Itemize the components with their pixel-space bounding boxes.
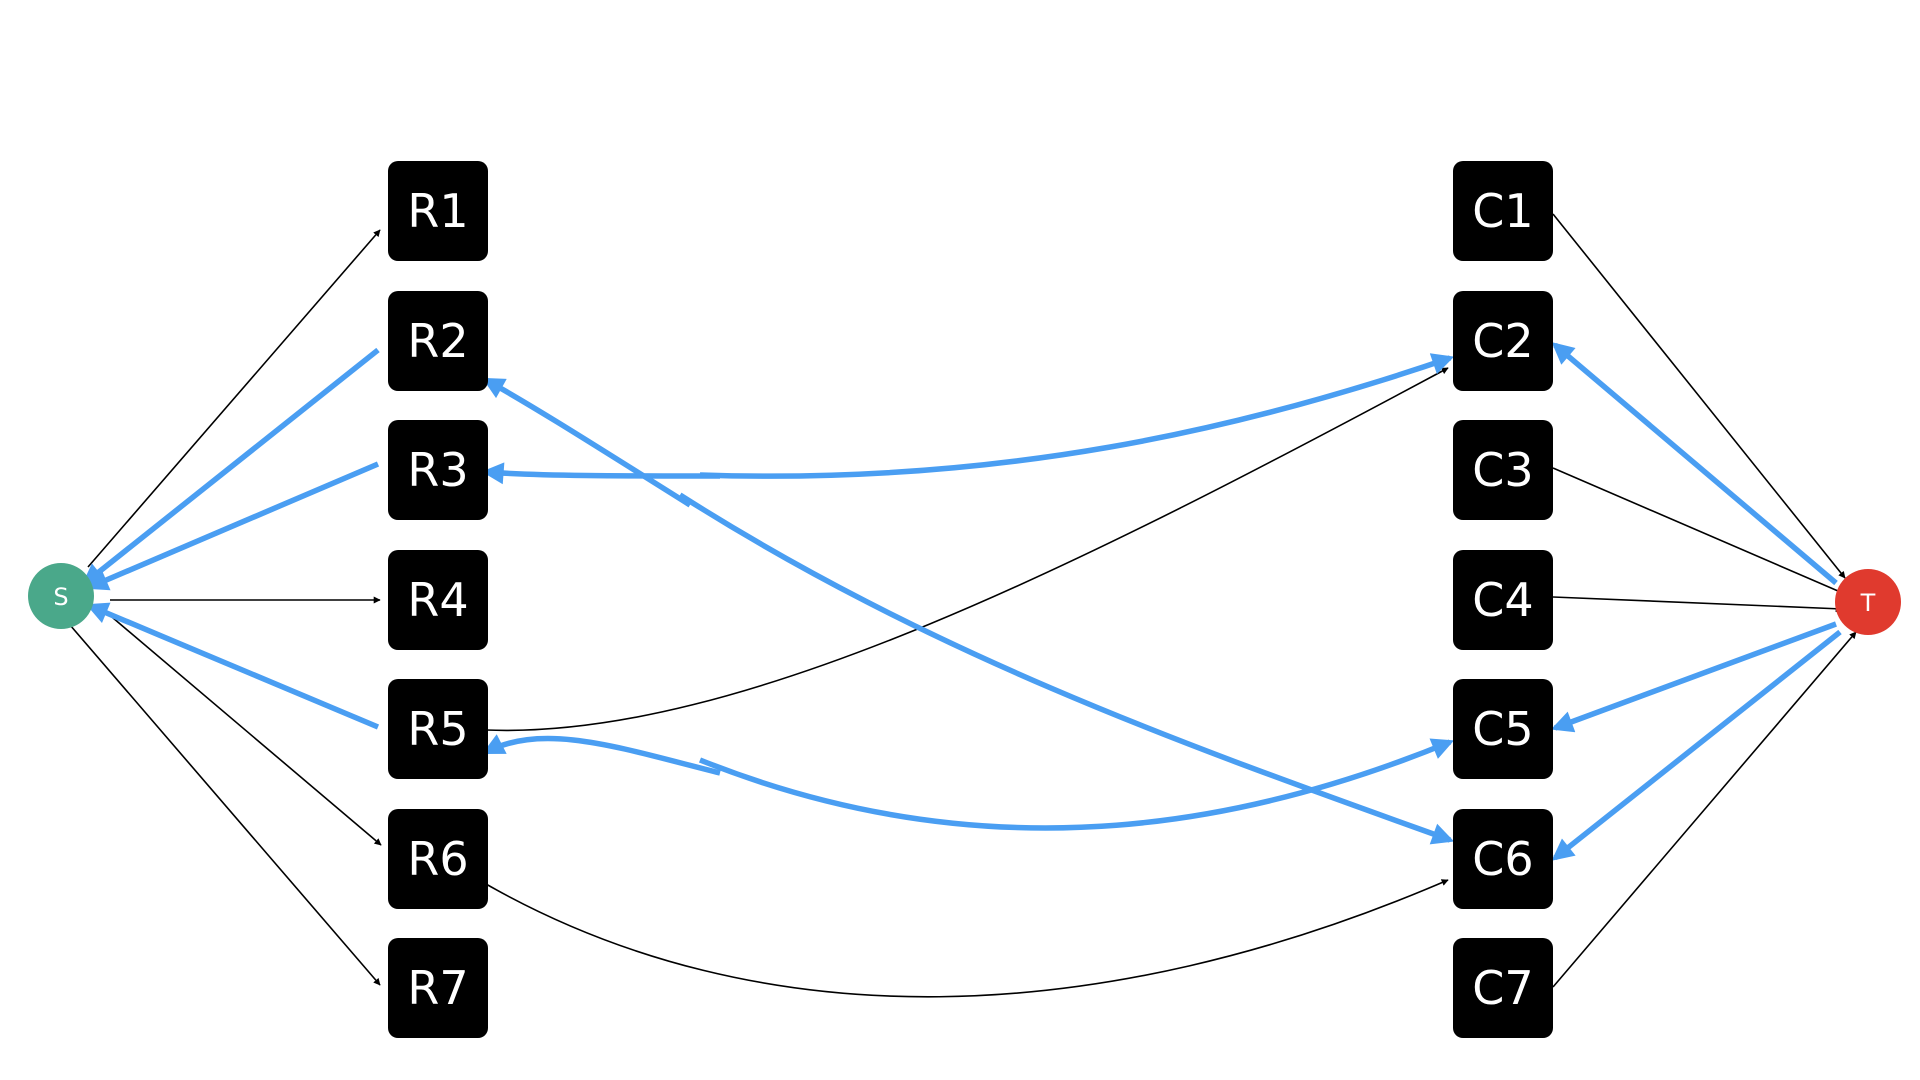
col-box-c5 xyxy=(1453,679,1553,779)
col-box-c4 xyxy=(1453,550,1553,650)
col-node-c3: C3 xyxy=(1453,420,1553,520)
col-box-c3 xyxy=(1453,420,1553,520)
edge-r2-c6 xyxy=(678,492,1455,845)
col-node-c4: C4 xyxy=(1453,550,1553,650)
edge-t-c2 xyxy=(1551,342,1838,586)
edge-r2-s xyxy=(81,347,380,586)
col-node-c6: C6 xyxy=(1453,809,1553,909)
row-box-r1 xyxy=(388,161,488,261)
col-node-c5: C5 xyxy=(1453,679,1553,779)
row-box-r4 xyxy=(388,550,488,650)
edge-r5-c5 xyxy=(698,738,1455,831)
edge-s-r1 xyxy=(87,229,381,568)
row-label-r4: R4 xyxy=(407,573,468,627)
row-box-r7 xyxy=(388,938,488,1038)
edge-t-c5 xyxy=(1550,621,1837,733)
row-node-r2: R2 xyxy=(388,291,488,391)
edges-layer xyxy=(69,213,1857,998)
nodes-layer: S T R1 R2 R3 R4 R5 R6 xyxy=(28,161,1901,1038)
edge-c1-t xyxy=(1552,213,1846,579)
col-label-c3: C3 xyxy=(1472,443,1533,497)
col-label-c5: C5 xyxy=(1472,702,1533,756)
edge-c7-t xyxy=(1552,631,1857,988)
col-box-c7 xyxy=(1453,938,1553,1038)
edge-t-c6 xyxy=(1551,629,1842,861)
row-box-r3 xyxy=(388,420,488,520)
edge-r5-s xyxy=(85,602,380,730)
col-node-c7: C7 xyxy=(1453,938,1553,1038)
row-label-r2: R2 xyxy=(407,314,468,368)
row-box-r5 xyxy=(388,679,488,779)
row-node-r5: R5 xyxy=(388,679,488,779)
edge-r6-c6 xyxy=(485,879,1449,998)
col-node-c2: C2 xyxy=(1453,291,1553,391)
col-label-c2: C2 xyxy=(1472,314,1533,368)
sink-circle xyxy=(1835,569,1901,635)
col-box-c1 xyxy=(1453,161,1553,261)
edge-r5-c2 xyxy=(485,367,1449,732)
row-node-r1: R1 xyxy=(388,161,488,261)
edge-s-r6 xyxy=(105,611,382,846)
col-label-c4: C4 xyxy=(1472,573,1533,627)
row-node-r4: R4 xyxy=(388,550,488,650)
col-label-c6: C6 xyxy=(1472,832,1533,886)
edge-c2-r3 xyxy=(481,462,721,485)
row-node-r7: R7 xyxy=(388,938,488,1038)
edge-c4-t xyxy=(1552,596,1843,613)
row-node-r3: R3 xyxy=(388,420,488,520)
row-label-r1: R1 xyxy=(407,184,468,238)
source-circle xyxy=(28,563,94,629)
row-label-r7: R7 xyxy=(407,961,468,1015)
col-label-c1: C1 xyxy=(1472,184,1533,238)
edge-c5-r5 xyxy=(482,734,721,776)
row-label-r3: R3 xyxy=(407,443,468,497)
edge-c6-r2 xyxy=(482,377,692,508)
edge-c3-t xyxy=(1552,467,1846,595)
edge-s-r7 xyxy=(69,624,381,986)
edge-r3-s xyxy=(85,461,380,591)
edge-r3-c2 xyxy=(699,353,1455,479)
col-label-c7: C7 xyxy=(1472,961,1533,1015)
source-node: S xyxy=(28,563,94,629)
row-label-r6: R6 xyxy=(407,832,468,886)
row-label-r5: R5 xyxy=(407,702,468,756)
row-box-r2 xyxy=(388,291,488,391)
col-node-c1: C1 xyxy=(1453,161,1553,261)
col-box-c2 xyxy=(1453,291,1553,391)
row-node-r6: R6 xyxy=(388,809,488,909)
source-label: S xyxy=(53,583,68,611)
sink-node: T xyxy=(1835,569,1901,635)
row-box-r6 xyxy=(388,809,488,909)
col-box-c6 xyxy=(1453,809,1553,909)
sink-label: T xyxy=(1860,589,1876,617)
